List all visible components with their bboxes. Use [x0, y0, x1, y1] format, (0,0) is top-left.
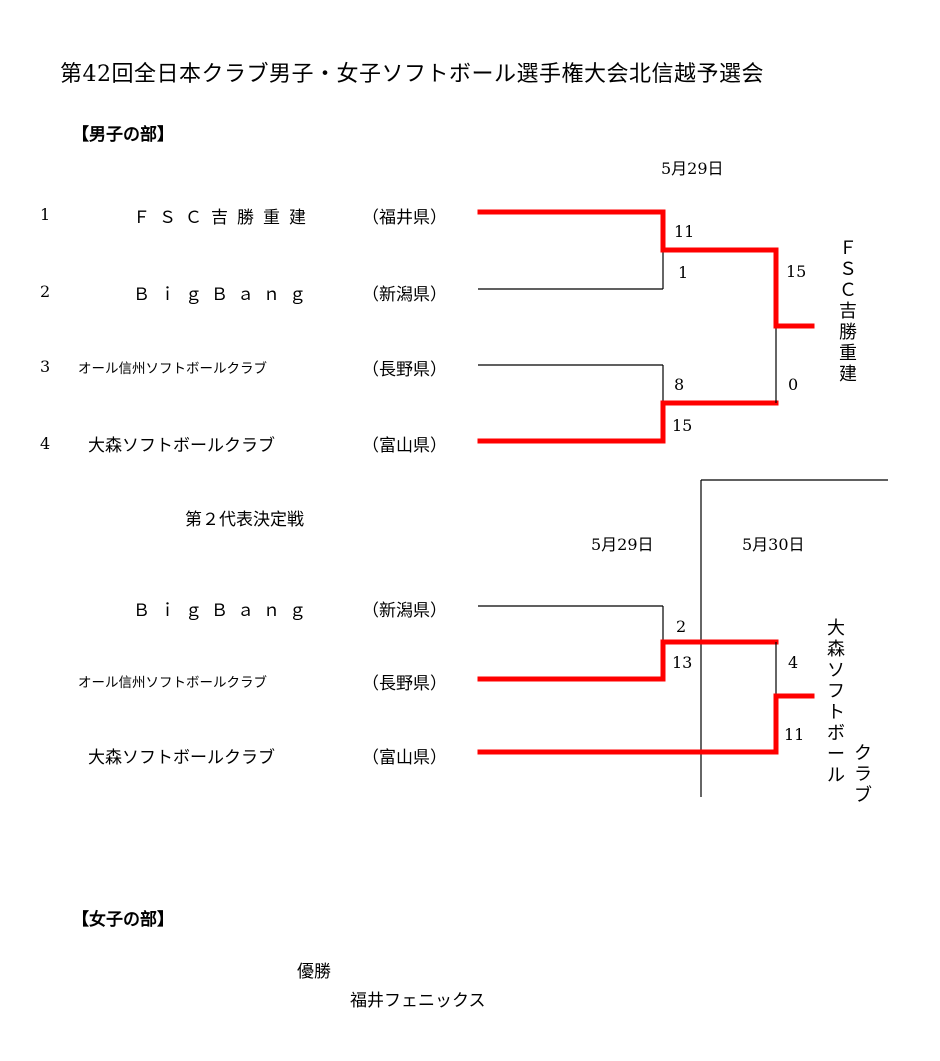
team-name-4: 大森ソフトボールクラブ — [88, 436, 275, 456]
women-champion-label: 優勝 — [297, 962, 331, 982]
second-team-pref-3: （富山県） — [362, 748, 447, 768]
team-name-2: ＢｉｇＢａｎｇ — [133, 285, 315, 305]
second-date-a: 5月29日 — [591, 535, 654, 554]
score-m1-bottom: 1 — [678, 263, 689, 282]
second-playoff-heading: 第２代表決定戦 — [185, 510, 304, 530]
second-score-m1-top: 2 — [676, 617, 687, 636]
team-name-3: オール信州ソフトボールクラブ — [78, 361, 267, 377]
second-team-name-1: ＢｉｇＢａｎｇ — [133, 601, 315, 621]
score-final-bottom: 0 — [788, 375, 799, 394]
score-m1-top: 11 — [674, 222, 695, 241]
second-winner-name-col1: 大森ソフトボール — [827, 618, 845, 786]
second-team-name-2: オール信州ソフトボールクラブ — [78, 675, 267, 691]
second-score-m1-bottom: 13 — [672, 653, 693, 672]
page-title: 第42回全日本クラブ男子・女子ソフトボール選手権大会北信越予選会 — [60, 62, 764, 87]
second-date-b: 5月30日 — [742, 535, 805, 554]
team-pref-4: （富山県） — [362, 436, 447, 456]
team-number-2: 2 — [40, 282, 51, 301]
second-team-pref-1: （新潟県） — [362, 601, 447, 621]
score-m2-bottom: 15 — [672, 416, 693, 435]
women-section-heading: 【女子の部】 — [72, 910, 174, 930]
second-team-pref-2: （長野県） — [362, 674, 447, 694]
team-name-1: ＦＳＣ吉勝重建 — [133, 208, 315, 228]
men-section-heading: 【男子の部】 — [72, 125, 174, 145]
team-pref-1: （福井県） — [362, 208, 447, 228]
team-pref-3: （長野県） — [362, 360, 447, 380]
women-champion-name: 福井フェニックス — [350, 991, 486, 1011]
team-number-1: 1 — [40, 205, 51, 224]
team-pref-2: （新潟県） — [362, 285, 447, 305]
team-number-4: 4 — [40, 434, 51, 453]
second-team-name-3: 大森ソフトボールクラブ — [88, 748, 275, 768]
score-m2-top: 8 — [674, 375, 685, 394]
men-winner-name: ＦＳＣ吉勝重建 — [839, 238, 857, 385]
second-score-final-top: 4 — [788, 653, 799, 672]
score-final-top: 15 — [786, 262, 807, 281]
men-round1-date: 5月29日 — [661, 159, 724, 178]
second-winner-name-col2: クラブ — [854, 743, 872, 806]
second-score-final-bottom: 11 — [784, 725, 805, 744]
team-number-3: 3 — [40, 357, 51, 376]
